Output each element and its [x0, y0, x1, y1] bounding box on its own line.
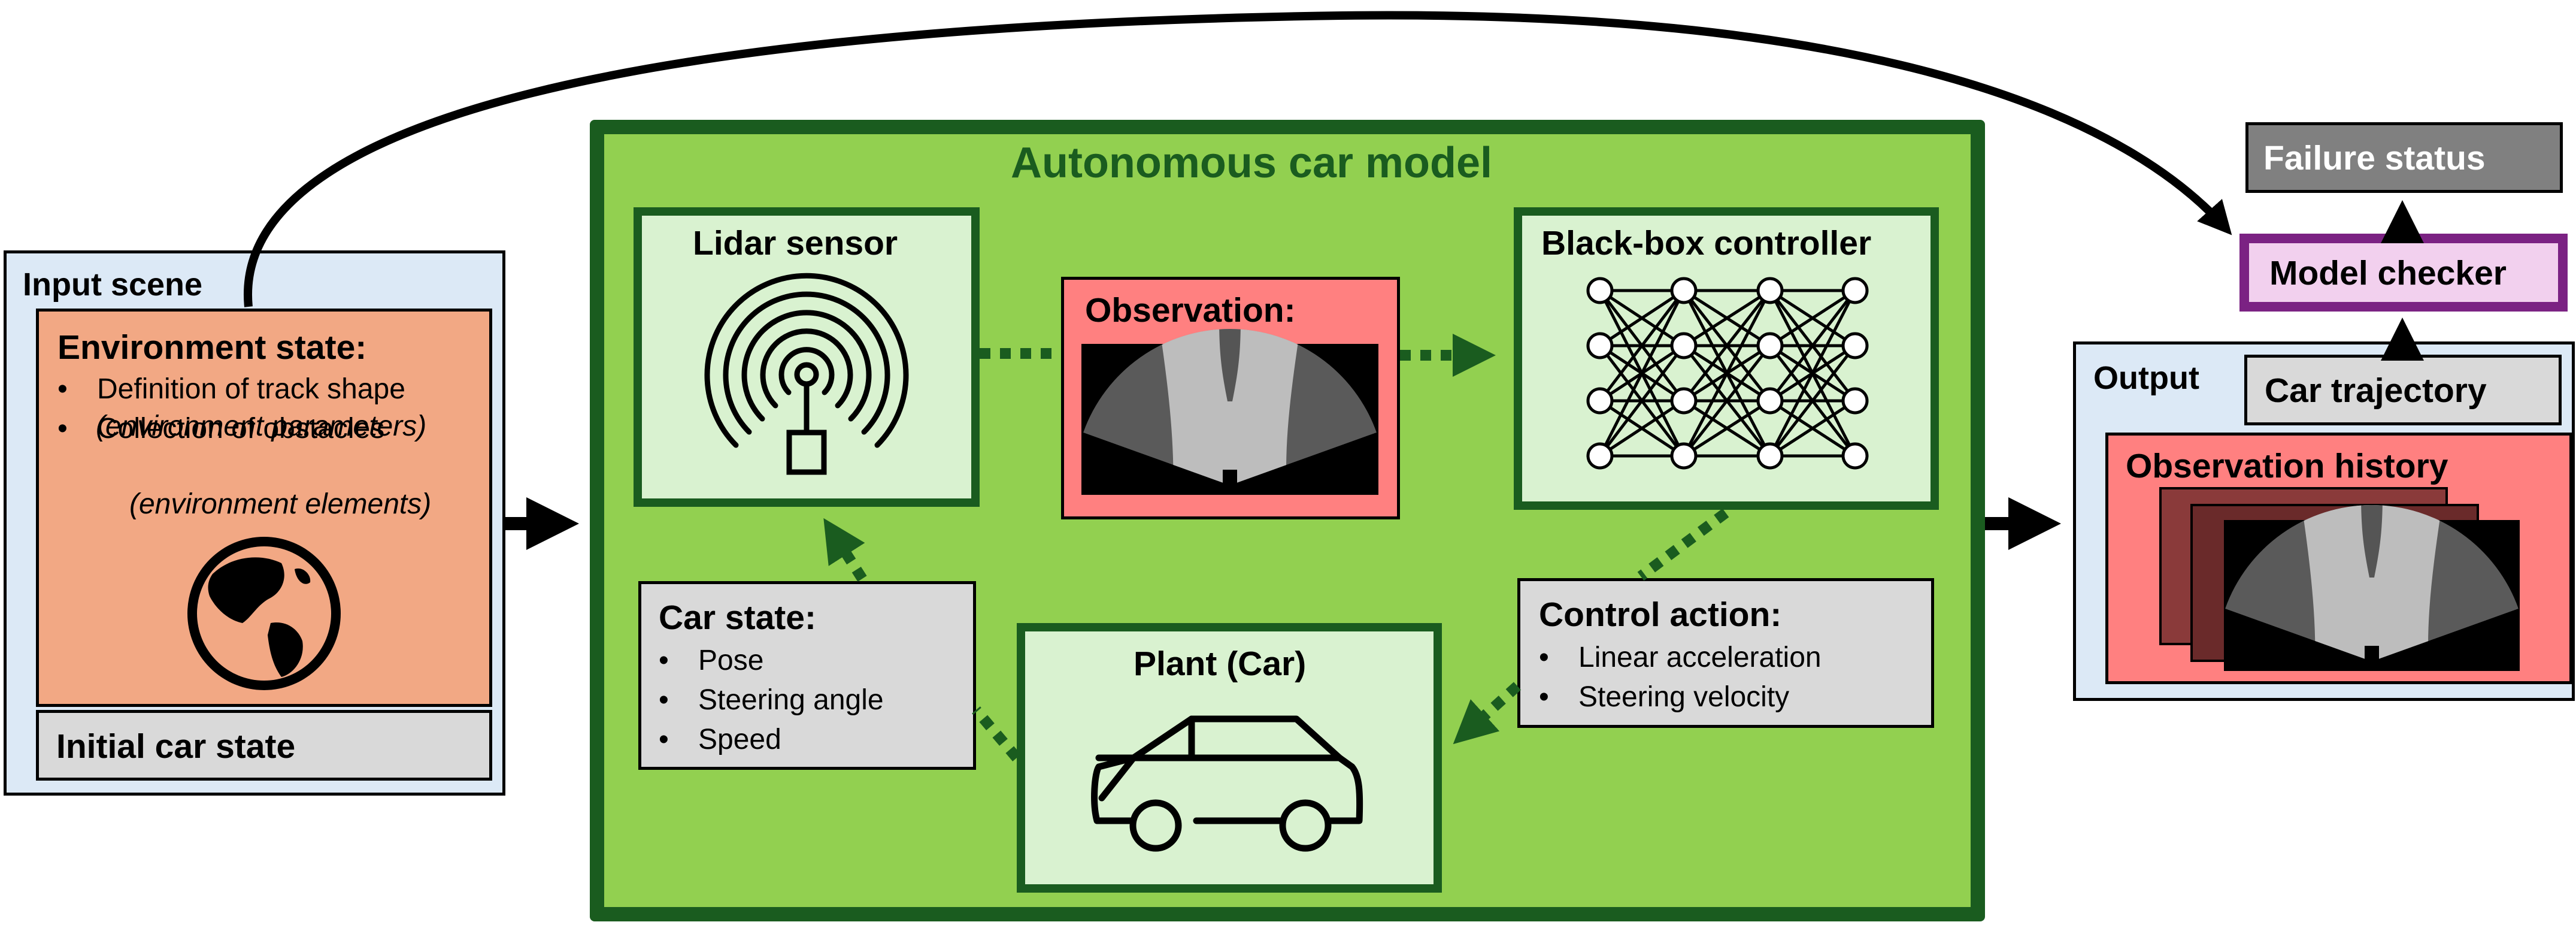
environment-parameters-note: (environment parameters) [96, 410, 427, 442]
list-item: Steering angle [659, 684, 884, 723]
control-action-title: Control action: [1539, 595, 1782, 634]
lidar-sensor-label: Lidar sensor [693, 224, 898, 262]
control-action-item: Linear acceleration [1578, 642, 1822, 673]
nn-edge [1683, 344, 1771, 457]
car-trajectory-label: Car trajectory [2265, 371, 2487, 410]
nn-edge [1599, 399, 1685, 458]
nn-node [1841, 277, 1869, 304]
nn-edge [1768, 289, 1857, 457]
nn-node [1756, 332, 1784, 359]
car-trajectory-box [2244, 355, 2562, 425]
plant-car-label: Plant (Car) [1134, 645, 1307, 683]
nn-node [1670, 387, 1698, 415]
observation-label: Observation: [1085, 291, 1296, 330]
car-state-title: Car state: [659, 598, 816, 637]
antenna-icon [704, 273, 909, 475]
env-item-text: Definition of track shape [97, 373, 405, 405]
nn-edge [1769, 289, 1856, 402]
car-state-list: Pose Steering angle Speed [659, 644, 884, 763]
environment-elements-note: (environment elements) [129, 488, 432, 520]
model-checker-box [2239, 234, 2568, 312]
car-icon [1091, 715, 1363, 852]
environment-state-title: Environment state: [57, 328, 367, 367]
nn-edge [1683, 399, 1771, 458]
list-item: Linear acceleration [1539, 641, 1822, 681]
model-title: Autonomous car model [1011, 139, 1493, 187]
nn-node [1670, 277, 1698, 304]
nn-node [1841, 332, 1869, 359]
nn-edge [1683, 289, 1771, 347]
plant-to-carstate-arrow [972, 706, 1021, 761]
observation-history-stack [2159, 487, 2520, 671]
nn-edge [1599, 289, 1685, 347]
environment-to-checker-arrow [243, 11, 2232, 307]
env-item-text: Collection of obstacles [97, 413, 385, 445]
car-state-item: Steering angle [698, 684, 884, 716]
environment-state-list: Definition of track shape Collection of … [57, 373, 405, 452]
nn-node [1756, 442, 1784, 470]
neural-network-icon [1586, 277, 1869, 470]
lidar-scan-image [1081, 329, 1378, 495]
model-checker-label: Model checker [2269, 254, 2507, 292]
list-item: Steering velocity [1539, 681, 1822, 720]
input-scene-title: Input scene [23, 267, 203, 303]
control-action-item: Steering velocity [1578, 681, 1790, 713]
nn-edge [1769, 289, 1856, 347]
initial-car-state-label: Initial car state [56, 727, 296, 766]
nn-node [1670, 332, 1698, 359]
nn-edge [1599, 289, 1685, 402]
list-item: Definition of track shape [57, 373, 405, 412]
nn-node [1586, 387, 1614, 415]
lidar-sensor-box [634, 207, 980, 507]
list-item: Speed [659, 723, 884, 763]
initial-car-state-box [36, 710, 492, 781]
list-item: Pose [659, 644, 884, 684]
action-to-plant-arrow [1453, 682, 1522, 745]
nn-node [1756, 387, 1784, 415]
nn-edge [1598, 289, 1686, 457]
car-state-item: Pose [698, 645, 764, 676]
nn-edge [1769, 399, 1856, 458]
globe-icon [187, 537, 341, 690]
nn-edge [1683, 289, 1771, 402]
car-state-item: Speed [698, 724, 781, 755]
nn-node [1586, 332, 1614, 359]
nn-node [1756, 277, 1784, 304]
failure-status-label: Failure status [2263, 139, 2486, 177]
failure-status-box [2245, 122, 2563, 193]
nn-edge [1682, 289, 1772, 457]
list-item: Collection of obstacles [57, 412, 405, 452]
nn-node [1670, 442, 1698, 470]
carstate-to-lidar-arrow [823, 518, 867, 582]
control-action-list: Linear acceleration Steering velocity [1539, 641, 1822, 720]
nn-edge [1599, 344, 1685, 457]
nn-node [1586, 442, 1614, 470]
black-box-controller-label: Black-box controller [1541, 224, 1872, 262]
nn-node [1841, 442, 1869, 470]
output-title: Output [2093, 360, 2199, 396]
nn-edge [1769, 344, 1856, 457]
nn-node [1586, 277, 1614, 304]
controller-to-action-arrow [1637, 508, 1729, 581]
nn-node [1841, 387, 1869, 415]
observation-history-label: Observation history [2126, 447, 2448, 485]
